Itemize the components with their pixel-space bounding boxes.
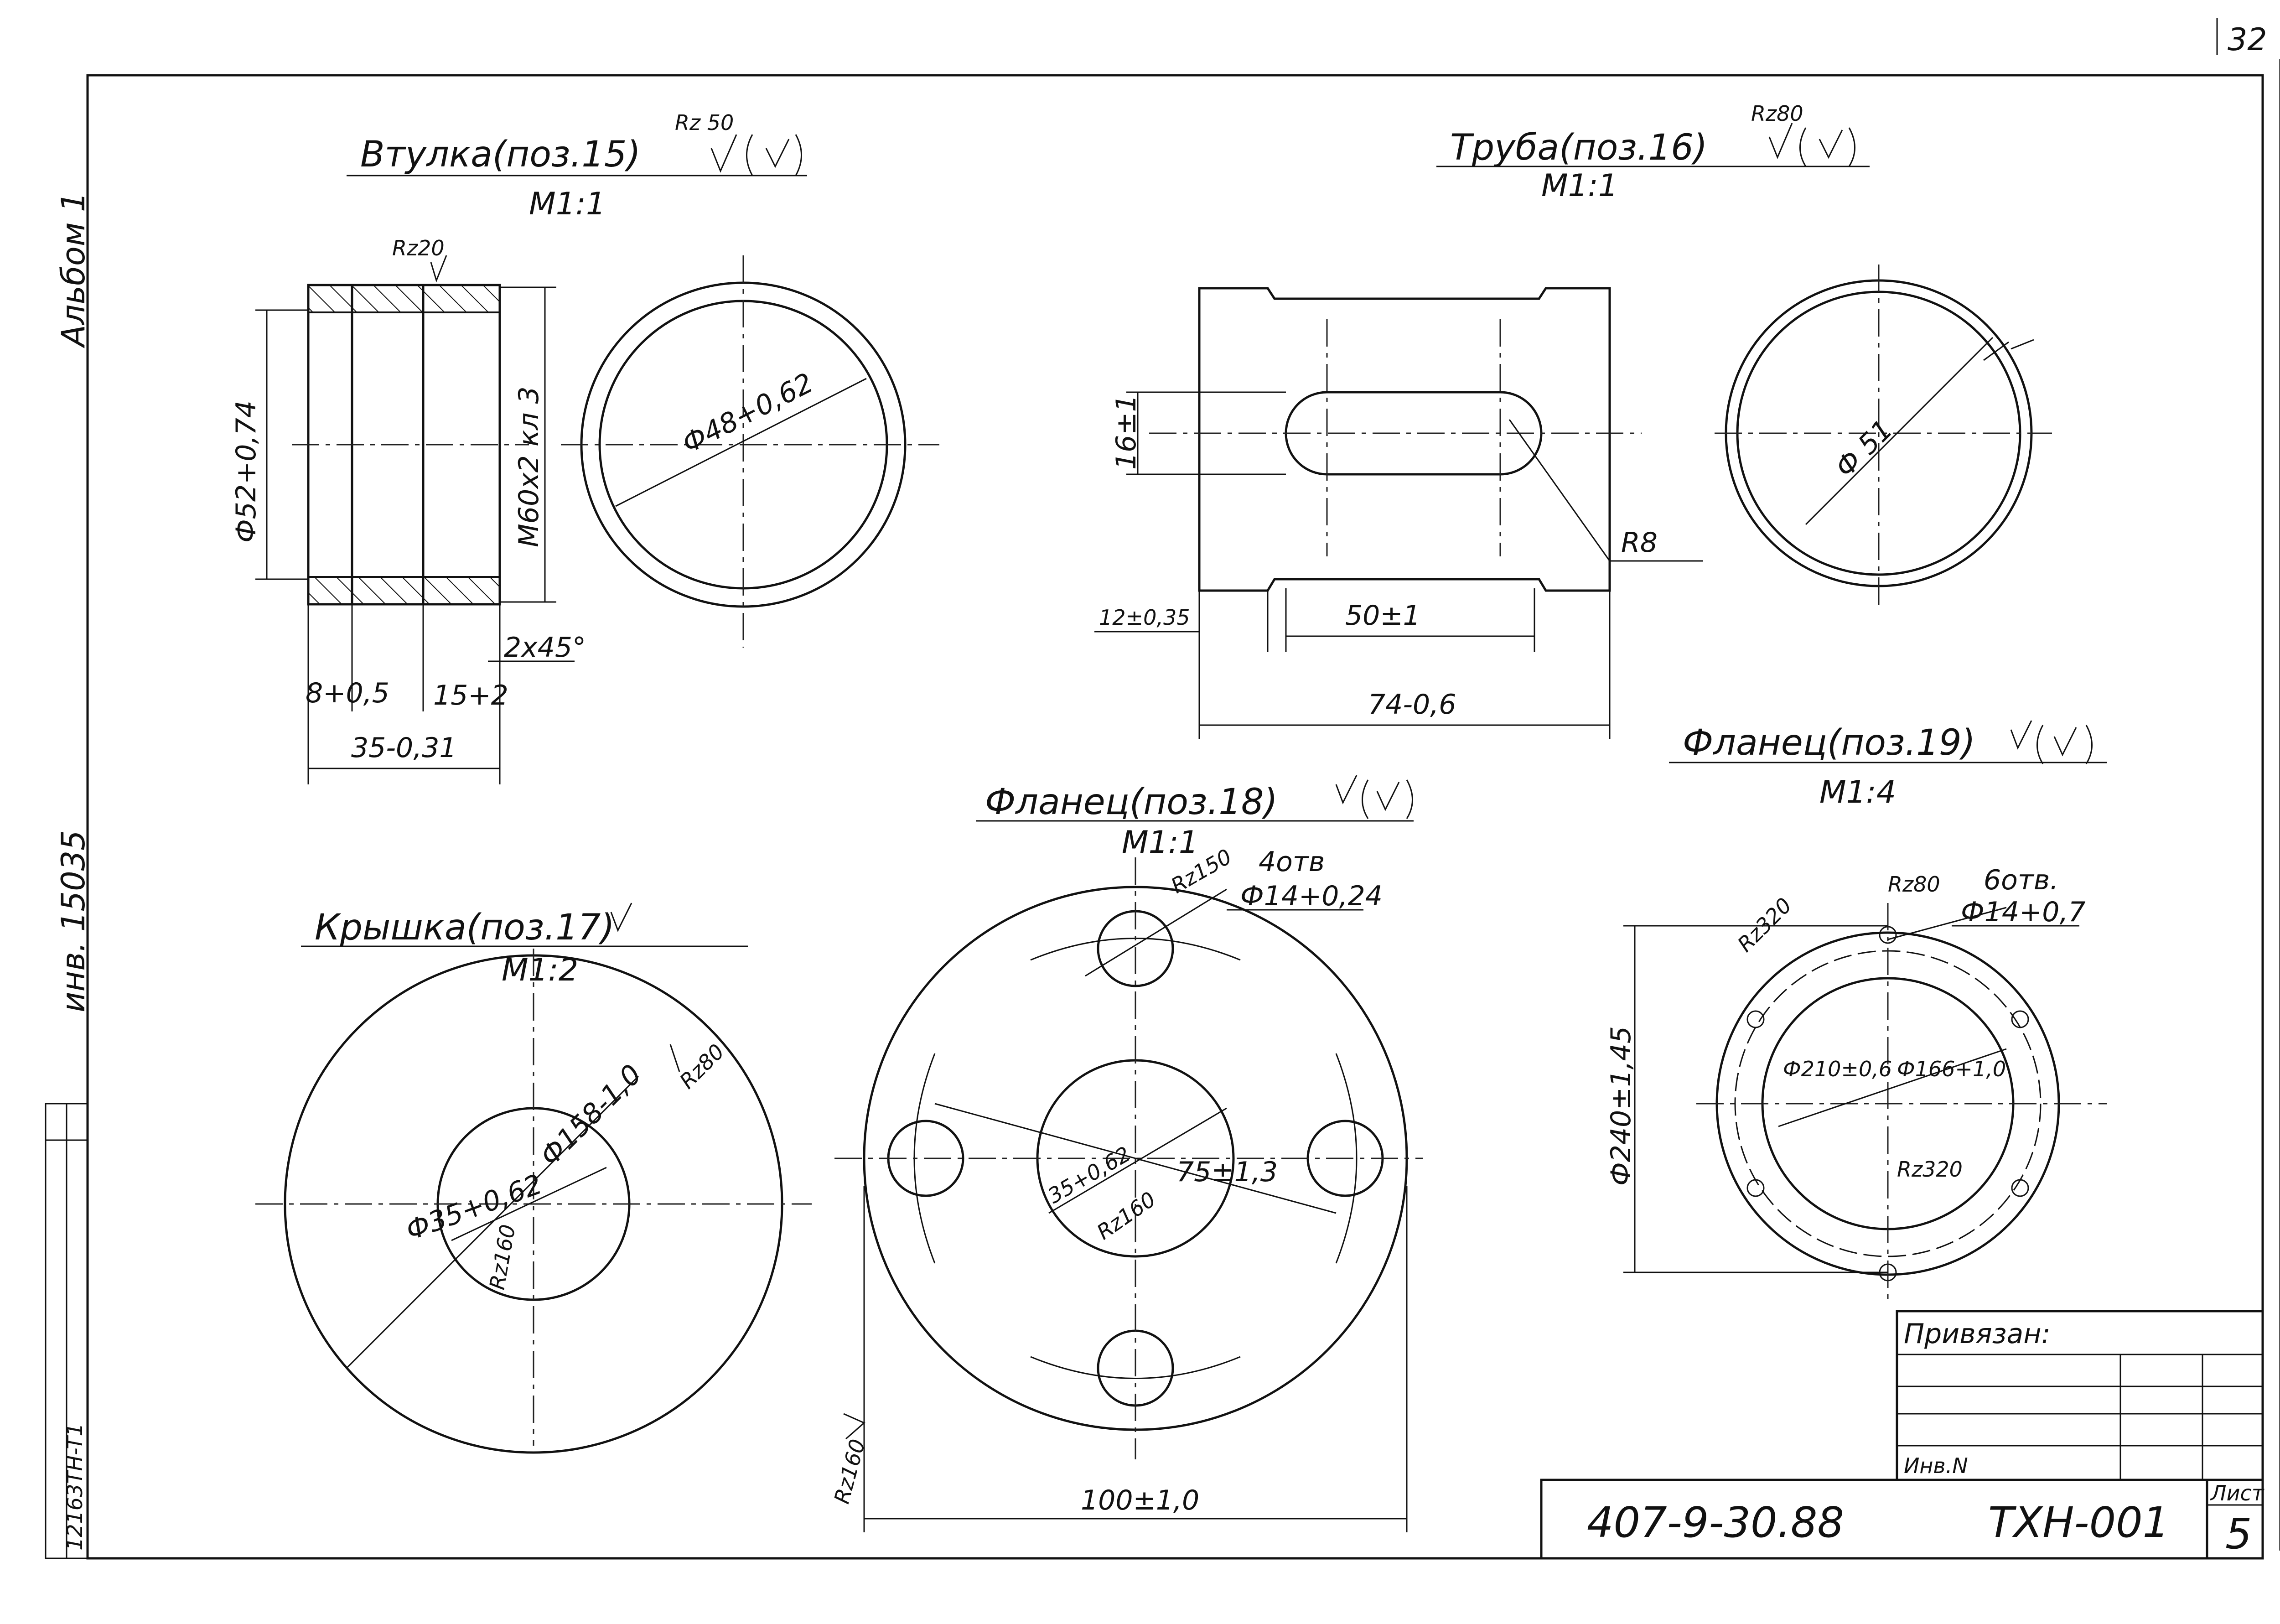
title-code: ТХН-001 (1988, 1498, 2169, 1547)
roughness-check-icon (430, 255, 447, 283)
roughness-check-icon (2010, 720, 2093, 764)
flange18-hole-dia: Ф14+0,24 (1240, 880, 1383, 912)
wall-hatch (307, 576, 501, 605)
roughness-check-icon (843, 1413, 865, 1440)
title-doc-number: 407-9-30.88 (1587, 1498, 1844, 1547)
margin-inventory: инв. 15035 (55, 830, 92, 1012)
cover-dia-outer: Ф158-1,0 (534, 1058, 648, 1173)
flange19-roughness-b: Rz80 (1888, 872, 1940, 897)
flange19-title: Фланец(поз.19) (1683, 722, 1975, 763)
pipe-slot-length: 50±1 (1345, 600, 1420, 632)
cover-drawing: Крышка(поз.17) M1:2 Ф158-1,0 Ф35+0,62 Rz… (255, 903, 812, 1454)
flange19-holes: 6отв. (1984, 864, 2058, 896)
title-bound-label: Привязан: (1904, 1318, 2051, 1350)
flange18-surface-mark: Rz160 (1092, 1187, 1160, 1245)
flange19-dia-outer: Ф240±1,45 (1605, 1026, 1637, 1186)
roughness-check-icon (1799, 127, 1855, 167)
title-block: Привязан: Инв.N 407-9-30.88 ТХН-001 Лист… (1540, 1310, 2264, 1560)
cover-dia-inner: Ф35+0,62 (402, 1168, 546, 1247)
bushing-scale: M1:1 (529, 186, 606, 222)
flange18-width: 100±1,0 (1081, 1484, 1199, 1516)
cover-title: Крышка(поз.17) (315, 907, 615, 948)
bushing-dia-outer: Ф52+0,74 (230, 400, 262, 543)
title-sheet-label: Лист (2210, 1481, 2264, 1505)
title-sheet-number: 5 (2225, 1510, 2252, 1558)
bushing-dim-b: 15+2 (433, 680, 508, 711)
flange19-dia-pitch: Ф210±0,6 (1783, 1057, 1892, 1081)
bushing-dim-a: 8+0,5 (306, 677, 389, 709)
pipe-length: 74-0,6 (1368, 689, 1456, 721)
roughness-check-icon (669, 1044, 680, 1072)
bushing-title: Втулка(поз.15) (360, 134, 641, 175)
margin-album: Альбом 1 (55, 192, 92, 348)
margin-stamp (45, 1103, 88, 1559)
flange19-roughness-c: Rz320 (1897, 1157, 1963, 1182)
pipe-radius: R8 (1621, 527, 1658, 559)
pipe-slot-width: 16±1 (1110, 394, 1142, 470)
bushing-roughness: Rz 50 (675, 110, 734, 135)
flange18-holes: 4отв (1259, 846, 1325, 878)
roughness-check-icon (746, 134, 802, 176)
bushing-chamfer: 2x45° (504, 632, 586, 664)
bushing-length: 35-0,31 (351, 732, 457, 764)
flange18-drawing: Фланец(поз.18) M1:1 4отв Ф14+0,24 Rz150 … (829, 775, 1423, 1532)
sheet-corner-number: 32 (2228, 22, 2267, 58)
flange19-drawing: Фланец(поз.19) M1:4 6отв. Ф14+0,7 Rz320 … (1605, 720, 2107, 1304)
roughness-check-icon (610, 903, 632, 932)
flange19-dia-inner: Ф166+1,0 (1897, 1057, 2006, 1081)
flange18-pitch: 75±1,3 (1176, 1156, 1278, 1188)
bushing-drawing: Втулка(поз.15) Rz 50 M1:1 Rz20 Ф52+0,74 … (230, 110, 939, 784)
roughness-check-icon (1335, 775, 1413, 819)
pipe-drawing: Труба(поз.16) Rz80 M1:1 16±1 R8 12±0,35 … (1094, 101, 2052, 739)
flange19-scale: M1:4 (1819, 774, 1896, 810)
roughness-check-icon (710, 134, 737, 173)
cover-surface-mark: Rz160 (485, 1223, 520, 1292)
bushing-thread: M60x2 кл 3 (513, 386, 545, 547)
title-inv-label: Инв.N (1904, 1453, 1968, 1478)
pipe-roughness: Rz80 (1751, 101, 1803, 126)
flange18-dia-center: 35+0,62 (1044, 1141, 1135, 1209)
flange19-roughness-a: Rz320 (1733, 893, 1797, 957)
pipe-dia: Ф 51 (1829, 414, 1899, 483)
roughness-check-icon (1768, 123, 1793, 159)
flange18-title: Фланец(поз.18) (985, 782, 1278, 823)
pipe-scale: M1:1 (1541, 168, 1618, 204)
pipe-edge: 12±0,35 (1099, 605, 1190, 630)
margin-stamp-code: 12163TH-T1 (62, 1423, 87, 1551)
cover-roughness: Rz80 (675, 1039, 729, 1094)
flange19-hole-dia: Ф14+0,7 (1961, 896, 2086, 928)
bushing-surface-mark: Rz20 (392, 236, 445, 260)
pipe-title: Труба(поз.16) (1450, 127, 1707, 168)
flange18-scale: M1:1 (1122, 825, 1198, 861)
wall-hatch (307, 284, 501, 313)
